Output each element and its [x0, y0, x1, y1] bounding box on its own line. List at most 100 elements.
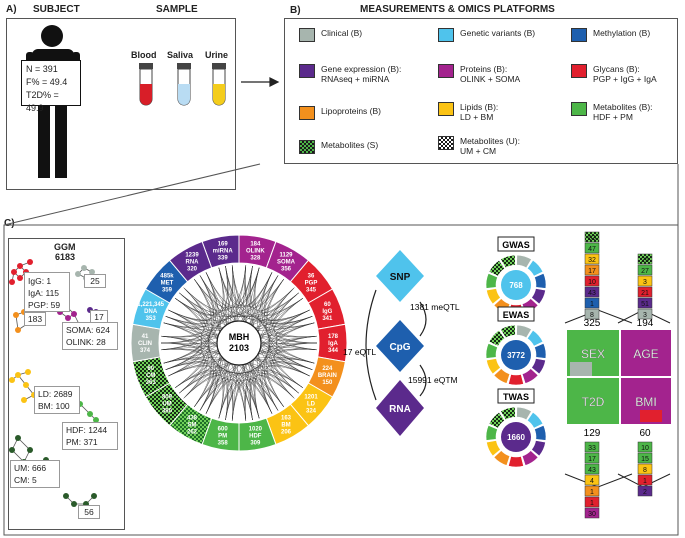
stat-n: N = 391	[26, 64, 58, 74]
legend-genetic-text: Genetic variants (B)	[460, 28, 536, 38]
top-left-bar	[584, 253, 600, 265]
segment-name: IgG	[322, 309, 332, 315]
legend-gene-expression: Gene expression (B): RNAseq + miRNA	[299, 64, 401, 84]
ggm-box-56: 56	[78, 505, 100, 519]
segment-count2: 356	[281, 267, 292, 273]
segment-count2: 344	[328, 348, 339, 354]
segment-count2: 353	[146, 316, 157, 322]
assoc-segment	[534, 272, 547, 289]
assoc-segment	[500, 324, 516, 339]
chord-line	[161, 266, 253, 337]
assoc-segment	[488, 411, 506, 429]
eqtm-label: 15991 eQTM	[408, 375, 458, 385]
segment-count2: 328	[250, 255, 261, 261]
bottom-left-bar	[584, 463, 600, 475]
chord-line	[255, 336, 317, 419]
segment-count2: 363	[146, 380, 157, 386]
assoc-center	[501, 270, 531, 300]
chord-line	[183, 372, 284, 407]
top-right-value: 27	[641, 268, 649, 275]
lipoproteins-swatch	[299, 106, 315, 120]
saliva-tube-icon	[177, 63, 191, 106]
panel-a-label: A)	[6, 4, 17, 15]
assoc-segment	[531, 358, 546, 375]
assoc-count: 1660	[507, 433, 525, 442]
segment-count2: 324	[306, 408, 317, 414]
legend-proteins: Proteins (B): OLINK + SOMA	[438, 64, 520, 84]
ggm-box-glycans: IgG: 1 IgA: 115 PGP: 59	[24, 272, 70, 312]
segment-count: 1020	[249, 427, 263, 433]
assoc-segment	[531, 288, 546, 305]
bottom-left-bar	[584, 474, 600, 486]
stats-sign: N = 391 F% = 49.4 T2D% = 49.9	[21, 60, 81, 113]
panel-b-box	[284, 18, 678, 164]
top-right-value: 3	[643, 279, 647, 286]
bottom-left-value: 4	[590, 478, 594, 485]
segment-name: SM	[188, 422, 197, 428]
assoc-wheel-twas: TWAS 1660	[485, 388, 547, 468]
segment-count2: 320	[187, 267, 198, 273]
legend-metabolites-s-text: Metabolites (S)	[321, 140, 379, 150]
legend-gene-expression-text: Gene expression (B): RNAseq + miRNA	[321, 64, 402, 84]
t2d-puzzle	[567, 378, 619, 424]
segment-count2: 341	[322, 316, 333, 322]
top-right-value: 3	[643, 312, 647, 319]
chord-line	[250, 266, 318, 344]
legend-metabolites-u: Metabolites (U): UM + CM	[438, 136, 520, 156]
segment-name: IgA	[328, 341, 338, 347]
legend-metabolites-b: Metabolites (B): HDF + PM	[571, 102, 653, 122]
chord-line	[261, 322, 315, 414]
segment-count: 1239	[185, 253, 199, 259]
clinical-swatch	[299, 28, 315, 42]
top-left-value: 47	[588, 246, 596, 253]
bottom-left-bar	[584, 485, 600, 497]
segment-name: OLINK	[246, 248, 265, 254]
assoc-segment	[486, 440, 501, 457]
assoc-segment	[486, 358, 501, 375]
top-right-bar	[637, 253, 653, 265]
top-left-value: 32	[588, 257, 596, 264]
bottom-left-value: 33	[588, 445, 596, 452]
chord-line	[225, 362, 313, 420]
legend-lipids: Lipids (B): LD + BM	[438, 102, 498, 122]
ggm-title: GGM	[54, 242, 76, 252]
segment-name: UM	[162, 401, 171, 407]
mbh-center	[216, 320, 262, 366]
bottom-right-value: 1	[643, 478, 647, 485]
chord-line	[199, 371, 299, 411]
segment-count: 60	[147, 366, 154, 372]
chord-line	[264, 316, 313, 411]
top-left-value: 43	[588, 290, 596, 297]
legend-clinical: Clinical (B)	[299, 28, 362, 42]
ggm-box-lipids: LD: 2689 BM: 100	[34, 386, 80, 414]
assoc-title: TWAS	[503, 392, 529, 402]
trait-sex: SEX	[581, 347, 605, 361]
segment-count: 224	[322, 366, 333, 372]
chord-line	[179, 292, 210, 394]
segment-count: 600	[218, 427, 229, 433]
chord-line	[168, 279, 212, 377]
segment-count2: 206	[281, 429, 292, 435]
assoc-segment	[516, 254, 532, 269]
eqtl-arrow	[365, 289, 377, 401]
segment-count2: 359	[162, 288, 173, 294]
eqtl-label: 17 eQTL	[343, 347, 376, 357]
sample-blood: Blood	[131, 50, 157, 60]
legend-metabolites-s: Metabolites (S)	[299, 140, 378, 154]
ggm-box-metabolites-b: HDF: 1244 PM: 371	[62, 422, 118, 450]
chord-line	[175, 370, 273, 414]
legend-metabolites-b-text: Metabolites (B): HDF + PM	[593, 102, 653, 122]
cpg-label: CpG	[389, 342, 410, 353]
top-left-bar	[584, 275, 600, 287]
bottom-left-bar	[584, 441, 600, 453]
chord-line	[183, 287, 299, 317]
sample-urine: Urine	[205, 50, 229, 60]
assoc-segment	[488, 329, 506, 347]
legend-metabolites-u-text: Metabolites (U): UM + CM	[460, 136, 520, 156]
urine-tube-icon	[212, 63, 226, 106]
trait-age: AGE	[633, 347, 658, 361]
segment-count2: 358	[218, 441, 229, 447]
